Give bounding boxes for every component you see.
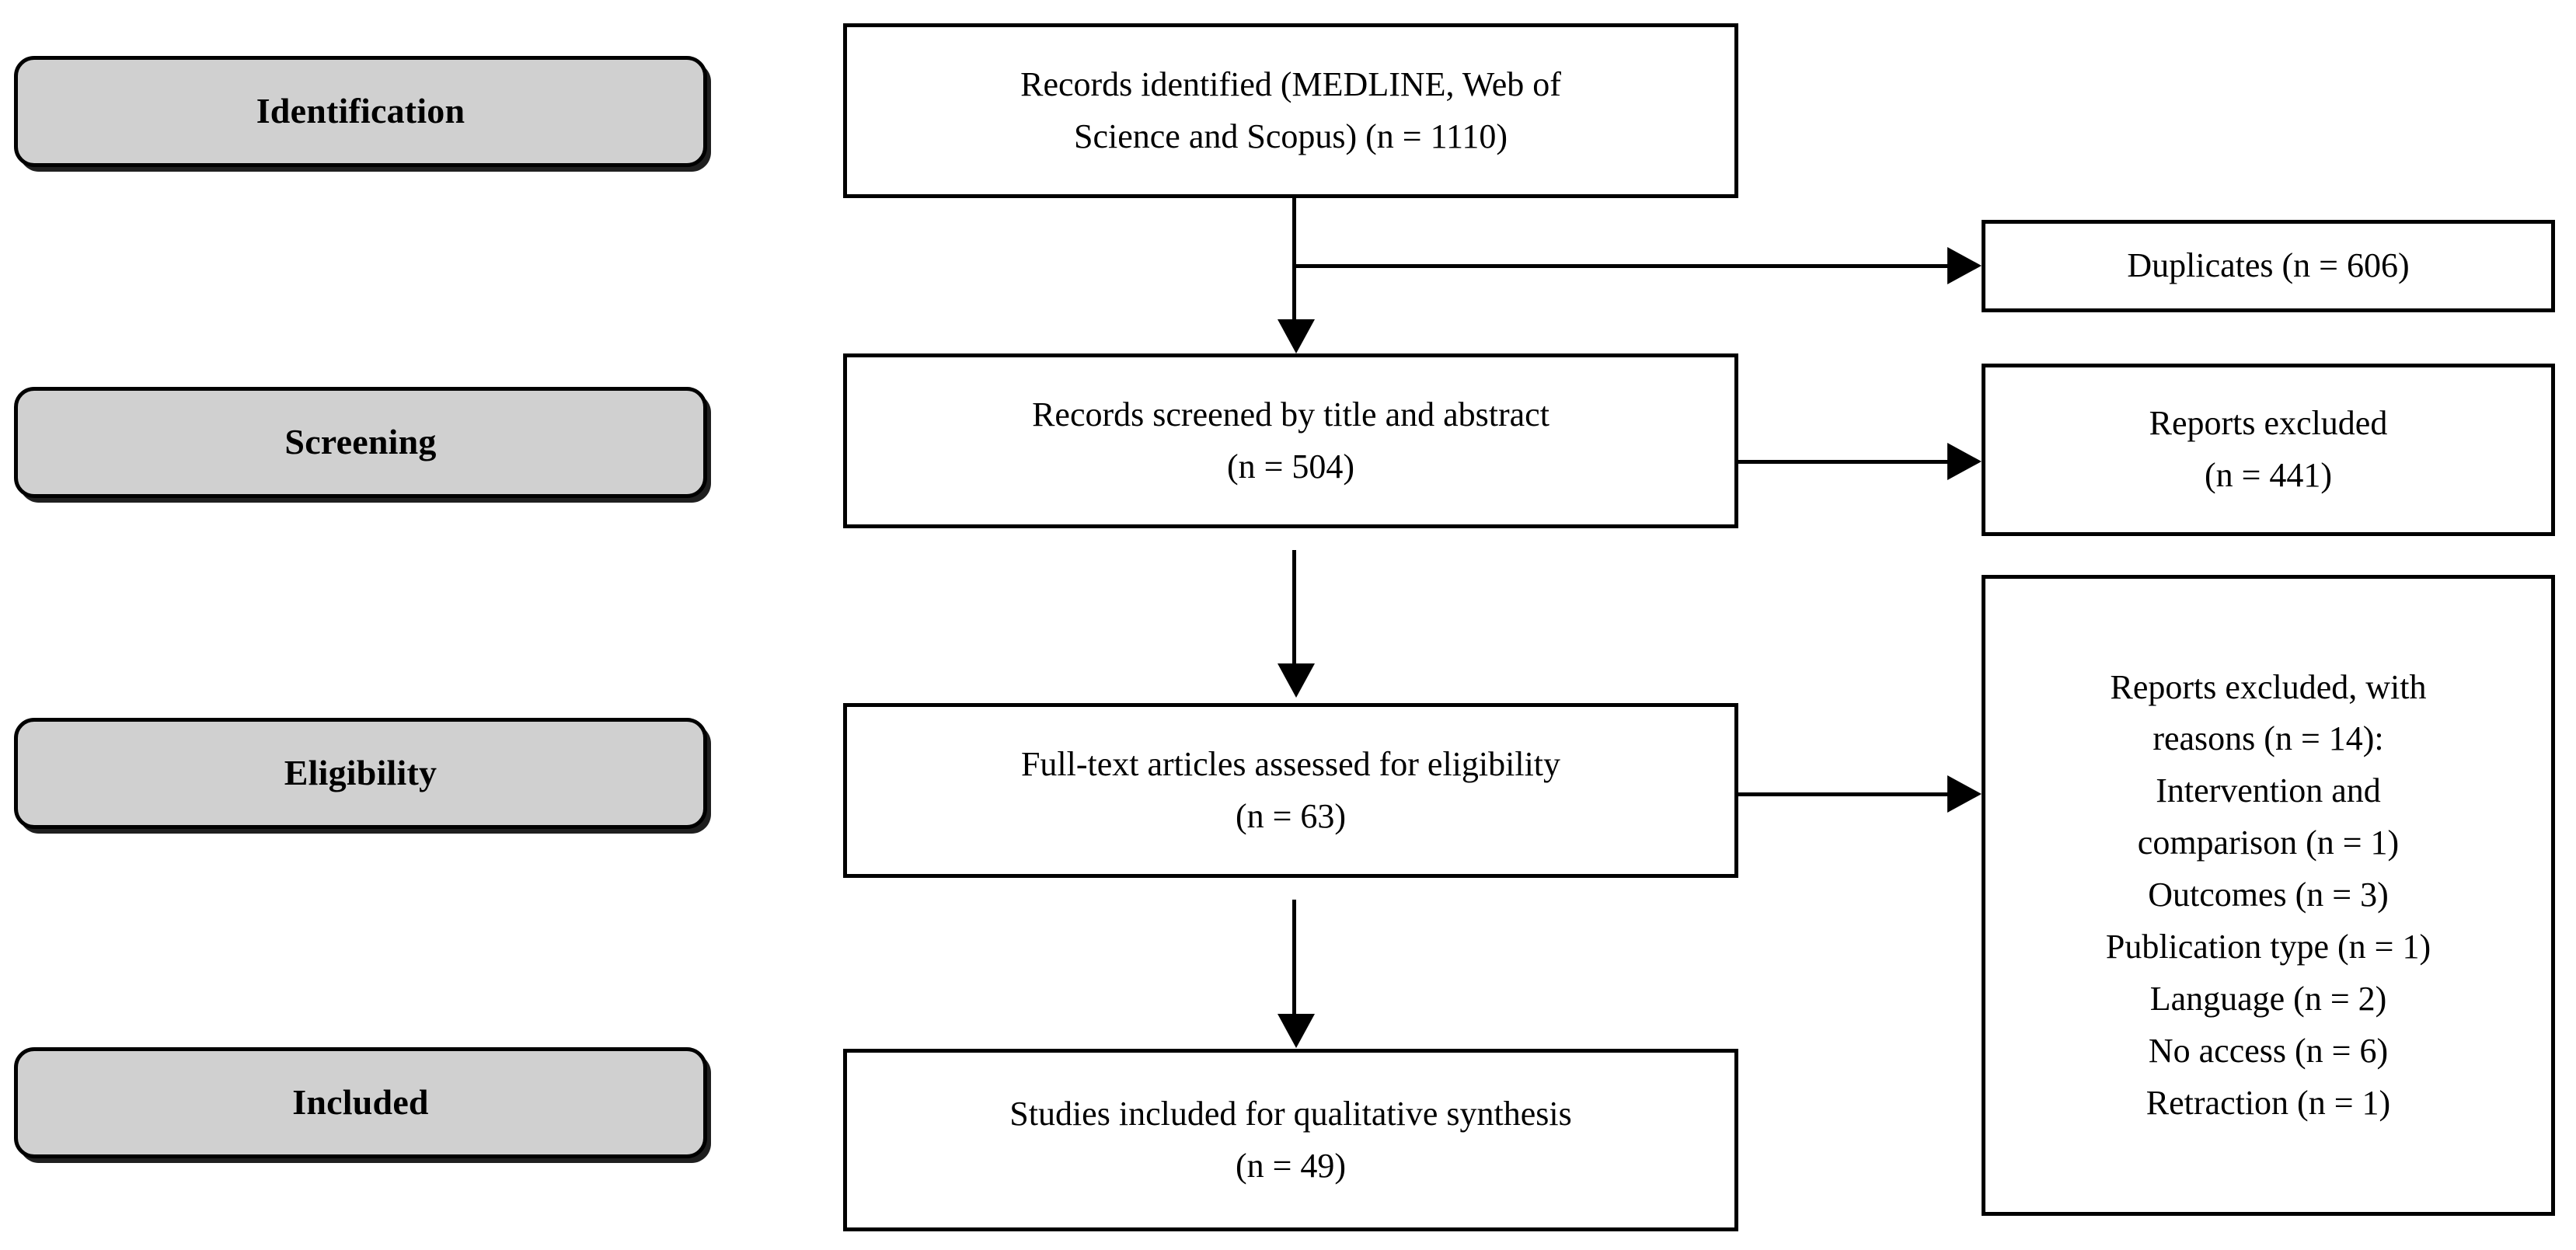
connector-identified-to-screened-line <box>1292 198 1296 326</box>
flow-box-line: No access (n = 6) <box>2148 1031 2389 1070</box>
flow-box-line: Publication type (n = 1) <box>2105 927 2431 966</box>
flow-box-line: Full-text articles assessed for eligibil… <box>1020 744 1561 783</box>
flow-box-duplicates: Duplicates (n = 606) <box>1982 220 2555 312</box>
connector-screened-to-fulltext-line <box>1292 550 1296 670</box>
flow-box-line: Outcomes (n = 3) <box>2148 876 2389 914</box>
flow-box-line: Science and Scopus) (n = 1110) <box>1074 117 1508 155</box>
stage-pill-included: Included <box>14 1047 707 1158</box>
flow-box-full-text-assessed: Full-text articles assessed for eligibil… <box>843 703 1738 878</box>
flow-box-line: Records identified (MEDLINE, Web of <box>1020 64 1561 103</box>
connector-fulltext-to-included-arrowhead <box>1278 1014 1315 1048</box>
connector-fulltext-to-included-line <box>1292 900 1296 1020</box>
flow-box-line: comparison (n = 1) <box>2137 823 2400 862</box>
flow-box-records-identified: Records identified (MEDLINE, Web of Scie… <box>843 23 1738 198</box>
connector-identified-to-duplicates-arrowhead <box>1947 247 1982 284</box>
connector-screened-to-fulltext-arrowhead <box>1278 663 1315 698</box>
connector-screened-to-excluded-line <box>1738 460 1947 464</box>
flow-box-line: Duplicates (n = 606) <box>2127 246 2410 285</box>
flow-box-studies-included: Studies included for qualitative synthes… <box>843 1049 1738 1231</box>
stage-label-screening: Screening <box>284 422 437 462</box>
flow-box-line: reasons (n = 14): <box>2152 719 2384 758</box>
flow-box-reports-excluded-with-reasons: Reports excluded, with reasons (n = 14):… <box>1982 575 2555 1216</box>
flow-box-line: Studies included for qualitative synthes… <box>1009 1094 1572 1133</box>
stage-pill-eligibility: Eligibility <box>14 718 707 829</box>
stage-pill-identification: Identification <box>14 56 707 167</box>
flow-box-line: (n = 63) <box>1235 796 1347 835</box>
flow-box-line: (n = 504) <box>1226 447 1355 486</box>
connector-identified-to-screened-arrowhead <box>1278 319 1315 353</box>
connector-fulltext-to-excluded-reasons-line <box>1738 792 1947 796</box>
stage-pill-screening: Screening <box>14 387 707 498</box>
flow-box-line: Reports excluded <box>2149 404 2388 443</box>
flow-box-line: (n = 49) <box>1235 1146 1347 1185</box>
stage-label-eligibility: Eligibility <box>284 753 437 793</box>
flow-box-line: Records screened by title and abstract <box>1032 395 1549 433</box>
connector-fulltext-to-excluded-reasons-arrowhead <box>1947 775 1982 813</box>
stage-label-identification: Identification <box>256 91 465 131</box>
stage-label-included: Included <box>292 1082 429 1123</box>
flow-box-reports-excluded: Reports excluded (n = 441) <box>1982 364 2555 536</box>
connector-screened-to-excluded-arrowhead <box>1947 443 1982 480</box>
flow-box-line: Language (n = 2) <box>2149 979 2387 1018</box>
flow-box-line: (n = 441) <box>2204 456 2333 494</box>
connector-identified-to-duplicates-line <box>1292 264 1947 268</box>
flow-box-records-screened: Records screened by title and abstract (… <box>843 353 1738 528</box>
flow-box-line: Reports excluded, with <box>2110 667 2427 706</box>
flow-box-line: Retraction (n = 1) <box>2146 1083 2391 1122</box>
flow-box-line: Intervention and <box>2156 771 2381 810</box>
